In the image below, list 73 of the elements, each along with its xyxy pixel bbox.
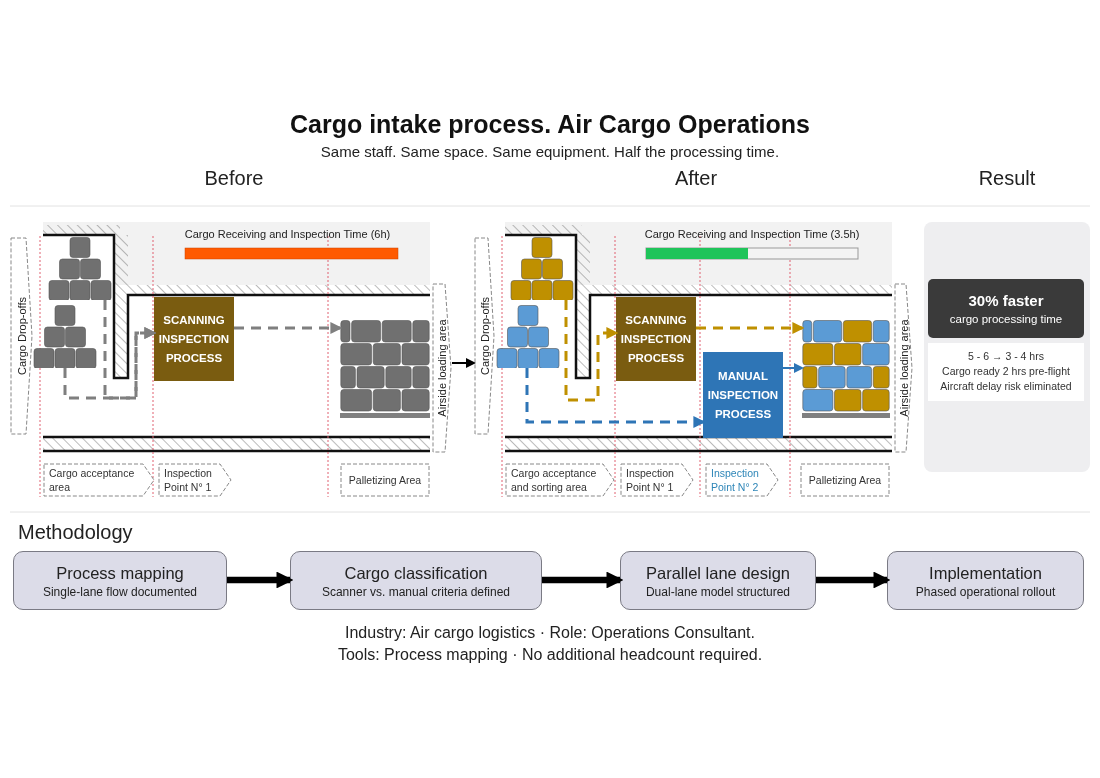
cargo-stack-drawing	[33, 305, 97, 368]
step-title: Cargo classification	[343, 563, 489, 584]
section-heading: Methodology	[18, 521, 134, 544]
subtitle: Same staff. Same space. Same equipment. Half the processing time.	[319, 143, 781, 160]
zone-label: Inspection Point N° 1	[626, 466, 675, 494]
zone-label: Cargo acceptance area	[49, 466, 136, 494]
dashed-arrow	[564, 300, 619, 402]
dashed-arrow	[234, 322, 343, 334]
step-description: Phased operational rollout	[914, 584, 1057, 600]
arrow	[816, 571, 891, 589]
result-line: Aircraft delay risk eliminated	[939, 379, 1073, 394]
zone-label: Airside loading area	[436, 319, 448, 417]
highlight-value: 30% faster	[967, 291, 1045, 311]
dashed-arrow	[525, 368, 706, 428]
process-label: SCANNING INSPECTION PROCESS	[157, 312, 231, 366]
zone-label: Cargo Drop-offs	[478, 296, 491, 376]
zone-tag	[158, 463, 232, 497]
process-label: MANUAL INSPECTION PROCESS	[706, 368, 780, 422]
cargo-stack-drawing	[48, 237, 112, 300]
dashed-arrow	[696, 322, 805, 334]
highlight-card	[928, 279, 1084, 338]
step-title: Process mapping	[55, 563, 185, 584]
zone-marker	[10, 237, 33, 435]
pallet-stack-drawing	[802, 320, 890, 418]
footer-note: Tools: Process mapping · No additional headcount required.	[336, 646, 764, 664]
zone-tag	[800, 463, 890, 497]
arrow	[782, 363, 804, 373]
arrow	[227, 571, 294, 589]
timeline-label: Cargo Receiving and Inspection Time (3.5h)	[643, 228, 861, 240]
zone-marker	[894, 283, 913, 453]
process-box	[616, 297, 696, 381]
cargo-stack-drawing	[496, 305, 560, 368]
step-title: Parallel lane design	[645, 563, 791, 584]
section-heading: Before	[203, 167, 265, 190]
zone-tag	[340, 463, 430, 497]
step-description: Single-lane flow documented	[41, 584, 199, 600]
zone-tag	[505, 463, 615, 497]
step-card	[620, 551, 816, 610]
zone-label: Palletizing Area	[348, 473, 422, 487]
cargo-stack-drawing	[510, 237, 574, 300]
diagram-title: Cargo intake process. Air Cargo Operations	[288, 110, 811, 139]
result-line: Cargo ready 2 hrs pre-flight	[941, 364, 1071, 379]
zone-label: Inspection Point N° 1	[164, 466, 213, 494]
zone-label: Cargo Drop-offs	[15, 296, 28, 376]
zone-label: Airside loading area	[897, 319, 910, 417]
step-title: Implementation	[928, 563, 1043, 584]
step-card	[887, 551, 1084, 610]
zone-label: Cargo acceptance and sorting area	[511, 466, 598, 494]
zone-marker	[432, 283, 452, 453]
zone-label: Palletizing Area	[808, 473, 882, 487]
step-description: Scanner vs. manual criteria defined	[320, 584, 512, 600]
arrow	[542, 571, 624, 589]
section-heading: After	[673, 167, 719, 190]
result-line: 5 - 6 → 3 - 4 hrs	[967, 349, 1045, 364]
section-heading: Result	[977, 167, 1037, 190]
timeline-label: Cargo Receiving and Inspection Time (6h)	[183, 228, 392, 240]
highlight-detail: cargo processing time	[948, 312, 1064, 327]
zone-tag	[705, 463, 779, 497]
zone-tag	[43, 463, 155, 497]
zone-marker	[474, 237, 495, 435]
zone-tag	[620, 463, 694, 497]
step-card	[13, 551, 227, 610]
step-description: Dual-lane model structured	[644, 584, 792, 600]
footer-note: Industry: Air cargo logistics · Role: Operations Consultant.	[344, 624, 756, 642]
zone-label: Inspection Point N° 2	[711, 466, 760, 494]
step-card	[290, 551, 542, 610]
arrow	[451, 358, 476, 368]
pallet-stack-drawing	[340, 320, 430, 418]
dashed-arrow	[103, 300, 157, 400]
process-box	[154, 297, 234, 381]
process-label: SCANNING INSPECTION PROCESS	[619, 312, 693, 366]
dashed-arrow	[63, 327, 157, 400]
process-box	[703, 352, 783, 438]
